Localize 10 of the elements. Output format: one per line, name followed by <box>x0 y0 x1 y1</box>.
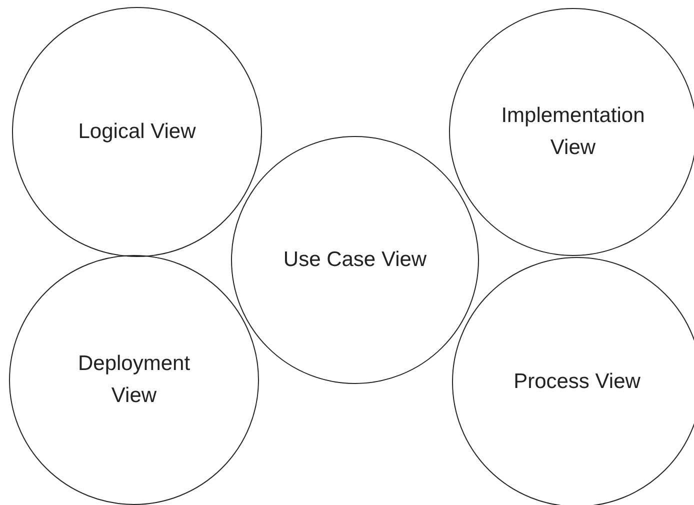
view-circle <box>452 257 694 505</box>
view-circle <box>231 136 479 384</box>
view-label: Process View <box>514 369 640 395</box>
view-label: Implementation View <box>500 103 646 161</box>
view-circle <box>9 255 259 505</box>
view-label: Deployment View <box>76 351 192 409</box>
view-circle <box>449 8 694 256</box>
view-circle <box>12 7 262 257</box>
view-label: Logical View <box>78 119 196 145</box>
view-label: Use Case View <box>283 247 427 273</box>
